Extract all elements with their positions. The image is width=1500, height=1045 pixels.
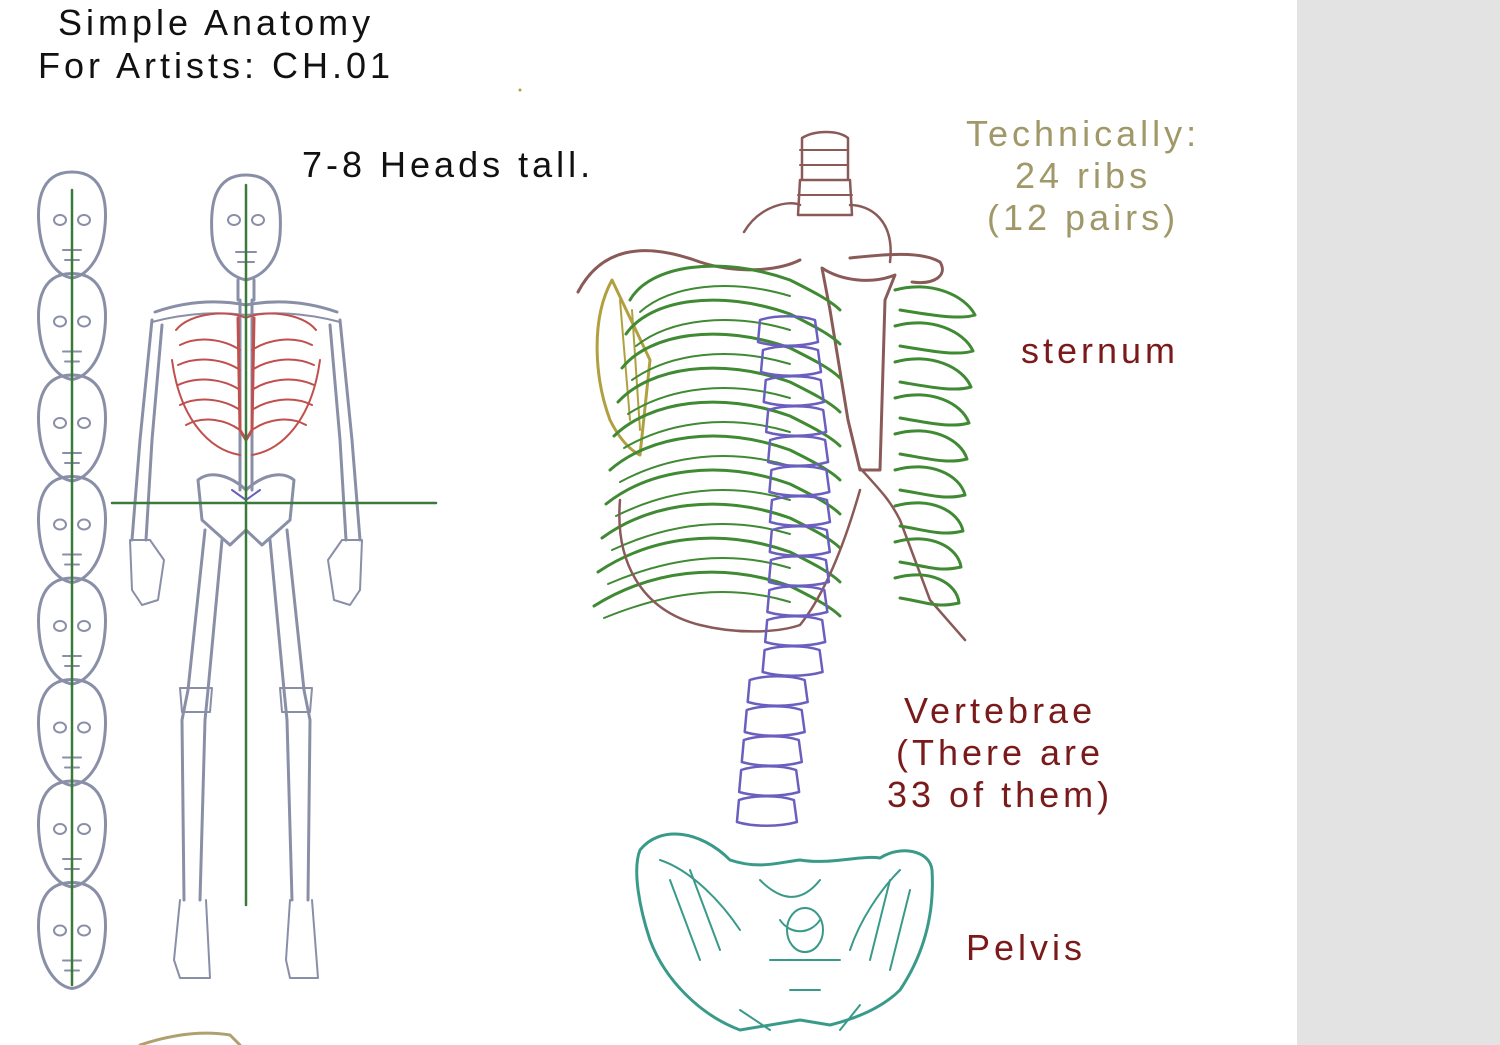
ribs-front	[592, 264, 842, 619]
rib-inner	[611, 523, 791, 551]
rib-inner	[627, 387, 791, 415]
heads-tall-label: 7-8 Heads tall.	[302, 144, 595, 185]
vertebrae-label: Vertebrae (There are 33 of them)	[887, 690, 1114, 815]
rib	[620, 332, 842, 380]
vertebra	[768, 525, 832, 557]
rib-inner	[603, 591, 791, 619]
sternum-label: sternum	[1021, 330, 1180, 371]
vertebra	[743, 705, 806, 737]
vertebra	[740, 735, 804, 767]
rib-inner	[615, 489, 791, 517]
rib	[893, 285, 977, 319]
rib	[893, 501, 965, 535]
ribs-count-label: Technically: 24 ribs (12 pairs)	[966, 113, 1201, 238]
ribs-side	[893, 285, 977, 607]
vertebra	[763, 615, 827, 647]
rib	[893, 429, 969, 463]
rib	[893, 537, 963, 571]
rib-inner	[639, 285, 791, 313]
pelvis-label: Pelvis	[966, 927, 1087, 968]
rib-inner	[607, 557, 791, 585]
rib	[612, 400, 842, 448]
partial-sketch-stroke	[138, 1031, 242, 1045]
anatomy-sketch	[37, 88, 977, 1045]
rib	[596, 536, 842, 584]
vertebra	[761, 645, 824, 677]
rib-inner	[623, 421, 791, 449]
page-title: Simple Anatomy For Artists: CH.01	[38, 2, 395, 86]
vertebra	[766, 435, 830, 467]
rib	[893, 393, 971, 427]
rib	[893, 321, 975, 355]
rib	[604, 468, 842, 516]
rib-inner	[631, 353, 791, 381]
vertebra	[768, 495, 832, 527]
full-skeleton-figure	[110, 173, 438, 979]
rib	[624, 298, 842, 346]
spine-vertebrae	[735, 315, 832, 827]
vertebra	[767, 555, 831, 587]
rib	[893, 465, 967, 499]
rib-inner	[635, 319, 791, 347]
head-proportion-column	[37, 170, 107, 990]
side-panel	[1297, 0, 1500, 1045]
vertebra	[735, 795, 799, 827]
rib	[893, 573, 961, 607]
rib	[600, 502, 842, 550]
large-ribcage-drawing	[576, 130, 977, 1032]
vertebra	[759, 345, 823, 377]
vertebra	[756, 315, 820, 347]
pelvis-drawing	[635, 832, 934, 1032]
drawing-canvas[interactable]: Simple Anatomy For Artists: CH.01 7-8 He…	[0, 0, 1297, 1045]
rib	[628, 264, 842, 312]
vertebra	[762, 375, 826, 407]
vertebra	[768, 465, 831, 497]
rib	[893, 357, 973, 391]
vertebra	[737, 765, 801, 797]
vertebra	[766, 585, 829, 617]
vertebra	[746, 675, 809, 707]
rib	[592, 570, 842, 618]
rib	[608, 434, 842, 482]
stray-dot	[518, 88, 522, 92]
vertebra	[764, 405, 828, 437]
